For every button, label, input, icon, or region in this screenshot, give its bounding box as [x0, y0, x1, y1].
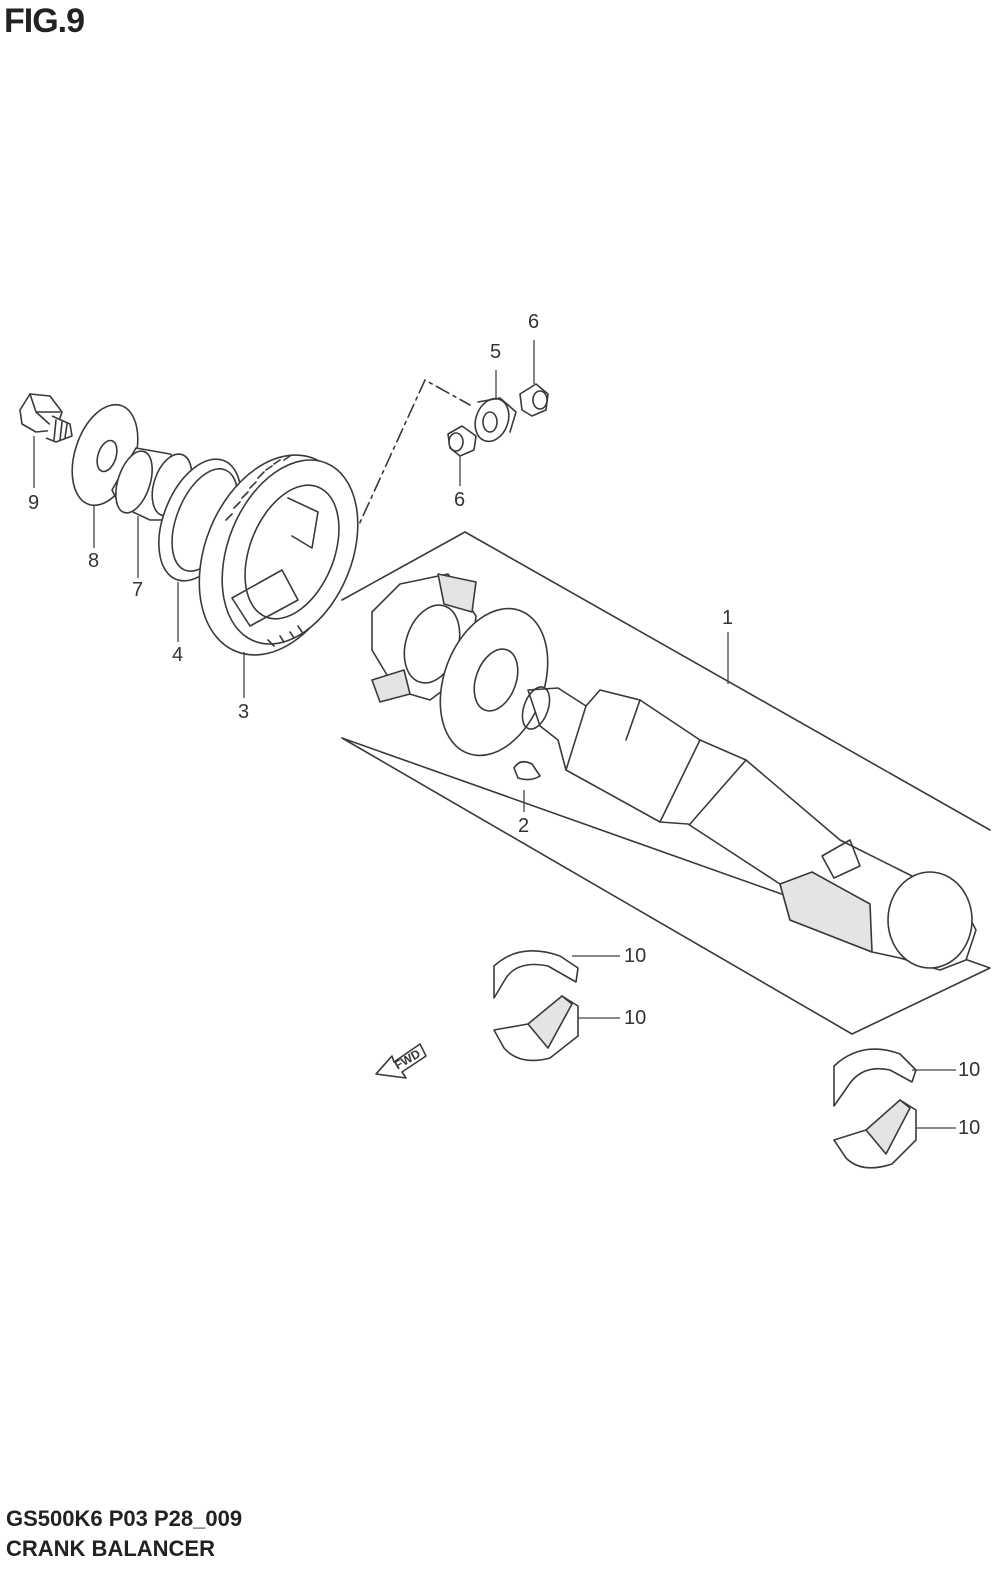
diagram-code: GS500K6 P03 P28_009 — [6, 1506, 243, 1531]
callout-7: 7 — [132, 579, 143, 601]
balancer-gear-part — [198, 454, 359, 656]
diagram-name: CRANK BALANCER — [6, 1536, 215, 1561]
callout-3: 3 — [238, 701, 249, 723]
bearing-shell-pair-b — [833, 1048, 917, 1169]
callout-4: 4 — [172, 644, 183, 666]
callout-9: 9 — [28, 492, 39, 514]
assembly-box — [341, 531, 991, 1035]
callout-2: 2 — [518, 815, 529, 837]
callout-8: 8 — [88, 550, 99, 572]
balancer-washer-part — [439, 607, 549, 757]
callout-10-c: 10 — [958, 1059, 980, 1081]
callout-6-upper: 6 — [528, 311, 539, 333]
callout-5: 5 — [490, 341, 501, 363]
callout-10-b: 10 — [624, 1007, 646, 1029]
figure-title: FIG.9 — [4, 2, 85, 40]
dowel-pin-upper-part — [519, 383, 549, 417]
gear-to-key-leader — [351, 379, 471, 541]
bearing-shell-pair-a — [493, 950, 579, 1062]
callout-6-lower: 6 — [454, 489, 465, 511]
bolt-part — [19, 393, 73, 443]
woodruff-key-part — [513, 760, 541, 781]
tab-washer-part — [474, 397, 517, 443]
forward-direction-arrow: FWD — [375, 1043, 427, 1079]
balancer-shaft-part — [521, 686, 977, 971]
leader-lines — [33, 340, 956, 1129]
callout-1: 1 — [722, 607, 733, 629]
callout-10-a: 10 — [624, 945, 646, 967]
callout-10-d: 10 — [958, 1117, 980, 1139]
dowel-pin-lower-part — [447, 425, 477, 457]
